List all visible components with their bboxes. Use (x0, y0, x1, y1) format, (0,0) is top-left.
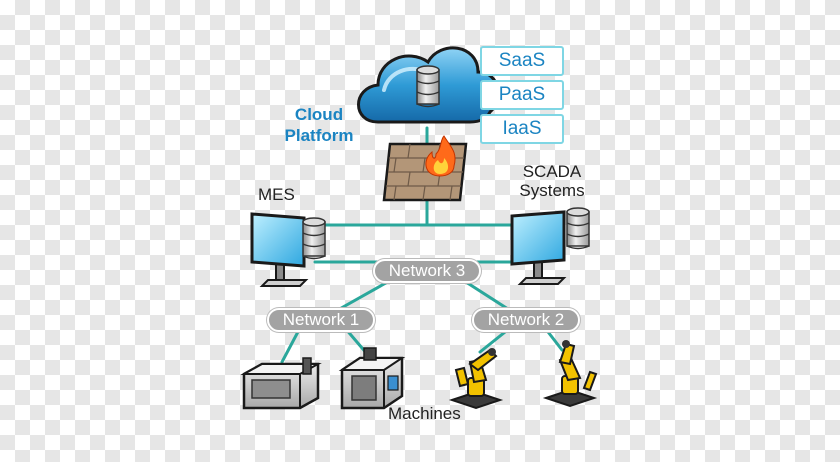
cnc-machine-icon (240, 357, 322, 410)
cloud-label-line2: Platform (284, 126, 354, 145)
service-saas: SaaS (480, 46, 564, 76)
industrial-robot-icon (448, 348, 504, 410)
network-1-pill: Network 1 (267, 308, 375, 332)
scada-workstation-icon (510, 207, 590, 285)
cloud-database-icon (416, 65, 440, 108)
machines-label: Machines (388, 404, 461, 423)
network-3-pill: Network 3 (373, 259, 481, 283)
cloud-label-line1: Cloud (294, 105, 344, 124)
mes-workstation-icon (250, 212, 326, 287)
firewall-icon (382, 135, 468, 202)
industrial-robot-icon-2 (542, 340, 598, 408)
scada-label-line2: Systems (519, 181, 585, 200)
scada-label: SCADA Systems (510, 162, 594, 200)
service-paas: PaaS (480, 80, 564, 110)
service-iaas: IaaS (480, 114, 564, 144)
network-2-pill: Network 2 (472, 308, 580, 332)
cloud-platform-label: Cloud Platform (270, 104, 368, 146)
mes-label: MES (258, 185, 295, 204)
machining-center-icon (338, 347, 406, 410)
scada-label-line1: SCADA (522, 162, 582, 181)
